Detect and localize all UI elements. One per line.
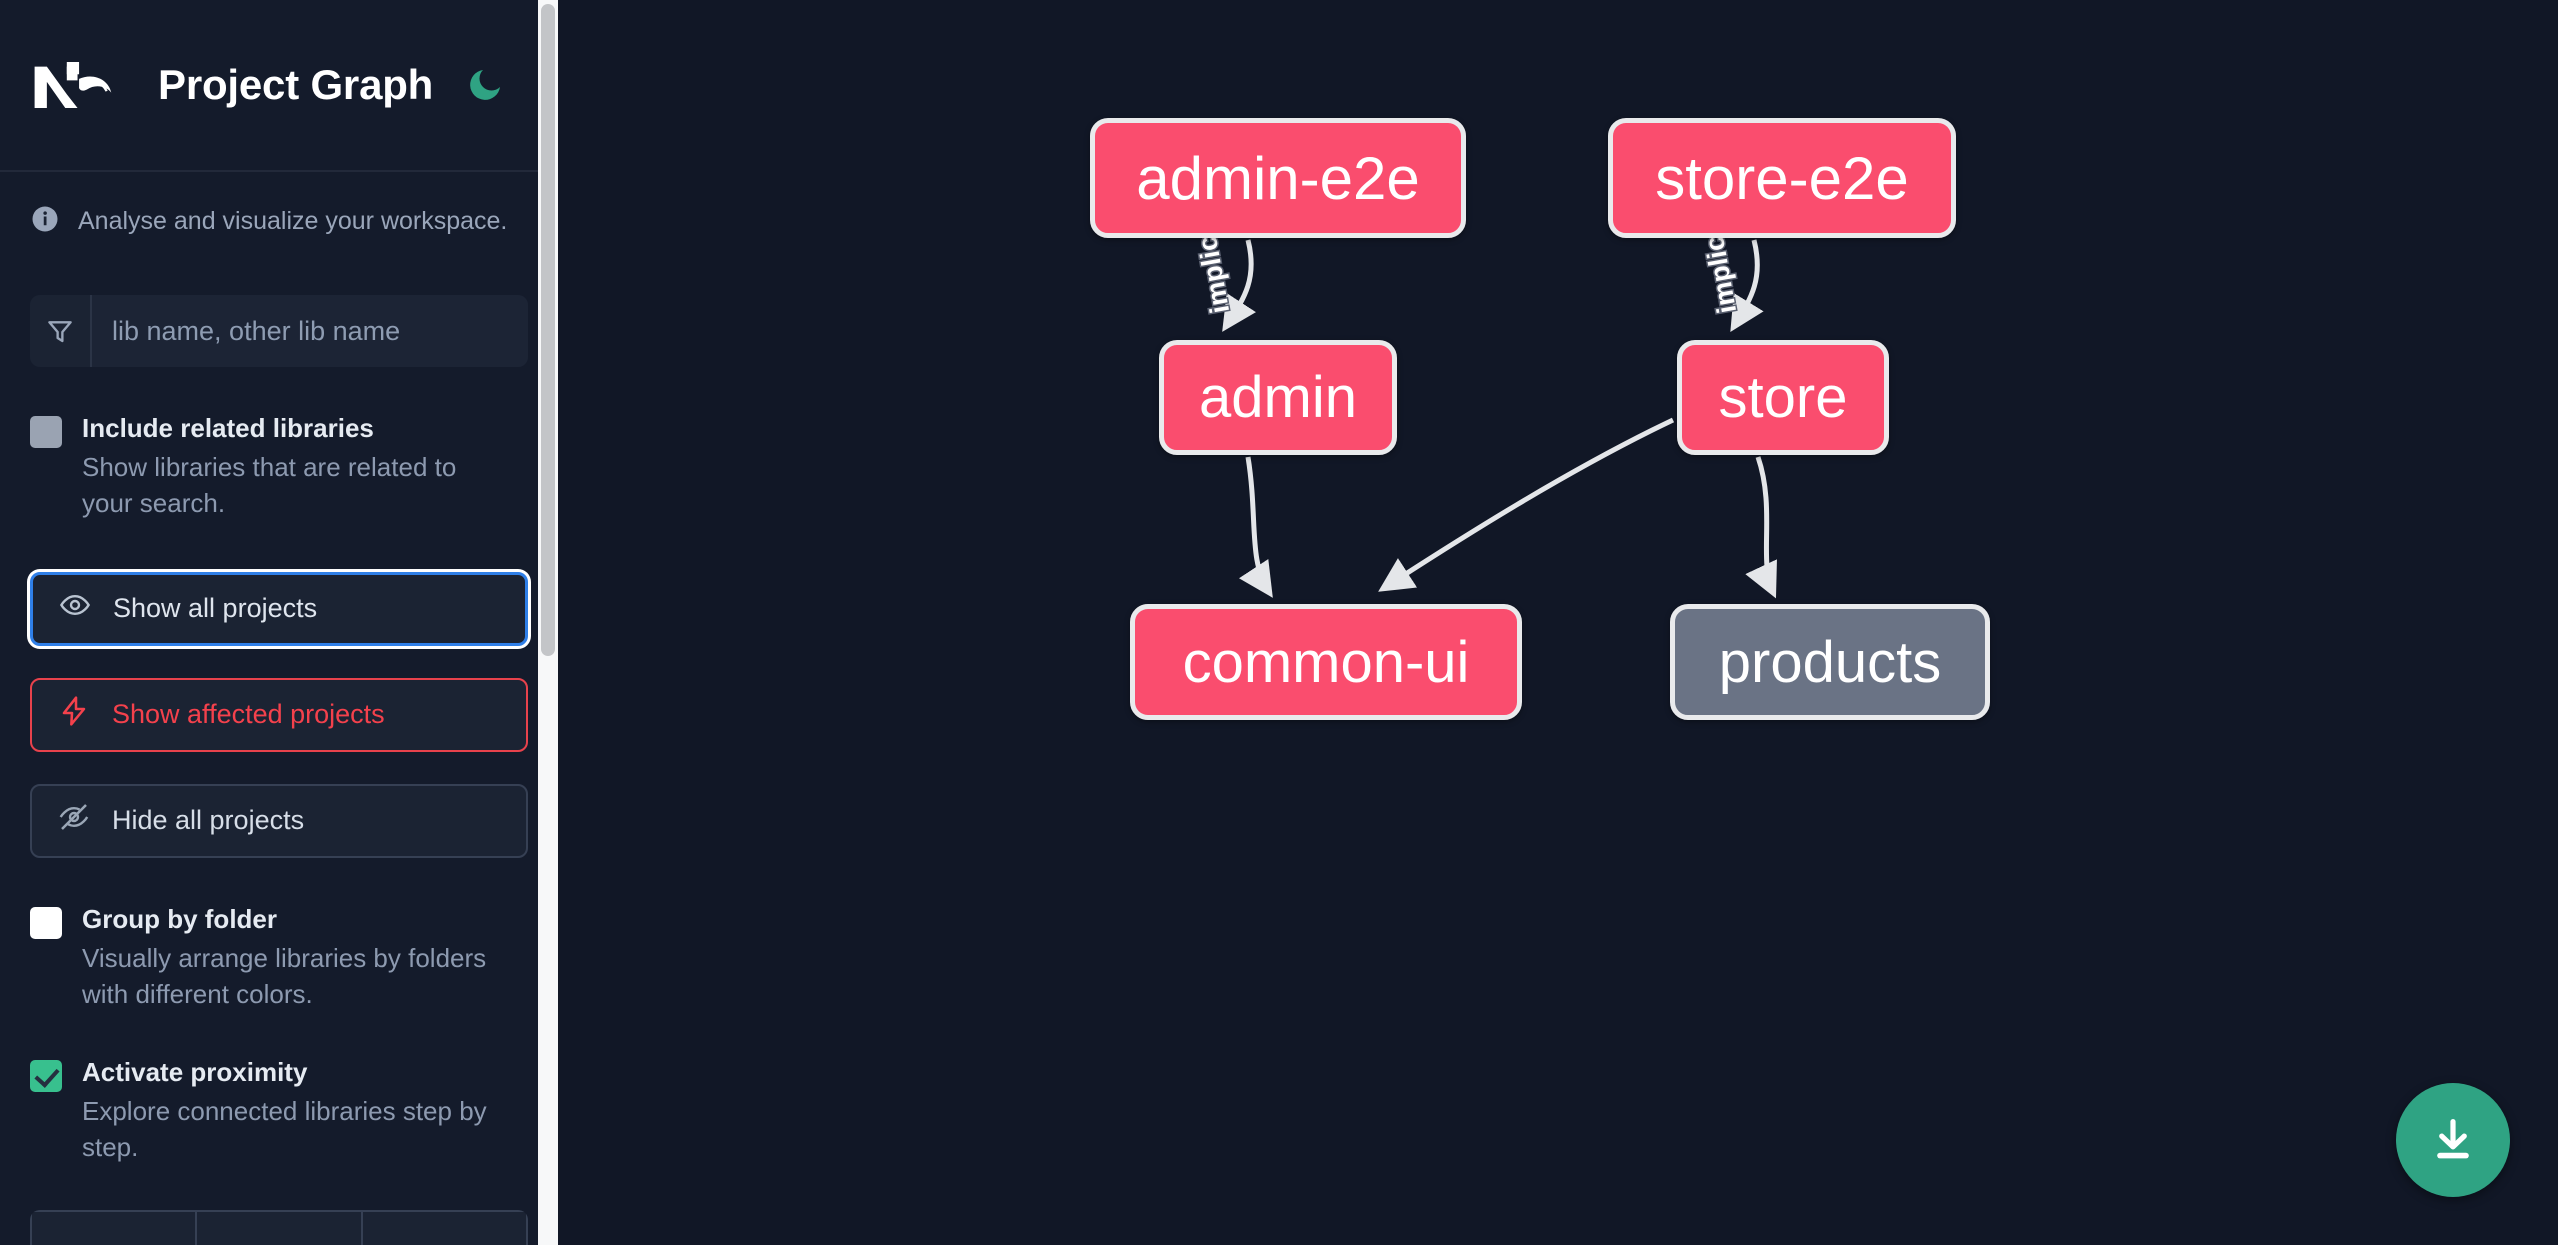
graph-node-label: store-e2e	[1655, 144, 1909, 212]
graph-node-label: products	[1718, 629, 1942, 695]
segment-3[interactable]	[362, 1209, 528, 1245]
graph-node-label: admin-e2e	[1136, 144, 1420, 212]
include-related-libraries-checkbox[interactable]	[30, 416, 62, 448]
filter-row	[30, 295, 528, 367]
show-all-projects-label: Show all projects	[113, 593, 318, 624]
show-all-projects-button[interactable]: Show all projects	[30, 571, 528, 646]
activate-proximity-checkbox[interactable]	[30, 1059, 62, 1092]
sidebar-scrollbar[interactable]	[538, 0, 558, 1245]
download-icon	[2437, 1118, 2469, 1159]
proximity-segmented-control[interactable]	[30, 1209, 528, 1245]
include-related-libraries-label: Include related libraries	[82, 413, 374, 443]
graph-node-admin[interactable]: admin	[1159, 340, 1397, 455]
search-input[interactable]	[92, 295, 528, 367]
filter-icon	[30, 295, 92, 367]
checkbox-group-by-folder[interactable]: Group by folder Visually arrange librari…	[30, 902, 528, 1013]
activate-proximity-label: Activate proximity	[82, 1056, 308, 1087]
moon-icon[interactable]	[463, 63, 507, 107]
edge-store-e2e-to-store	[1730, 239, 1764, 332]
nx-logo-icon	[30, 53, 122, 117]
segment-2[interactable]	[197, 1209, 363, 1245]
activate-proximity-description: Explore connected libraries step by step…	[82, 1095, 487, 1162]
sidebar-scrollbar-thumb[interactable]	[541, 4, 555, 656]
tagline: Analyse and visualize your workspace.	[30, 204, 528, 239]
sidebar: Project Graph Analyse and visualize your…	[0, 0, 558, 1245]
group-by-folder-description: Visually arrange libraries by folders wi…	[82, 942, 487, 1009]
sidebar-header: Project Graph	[0, 0, 558, 172]
graph-node-label: common-ui	[1182, 629, 1470, 695]
tagline-text: Analyse and visualize your workspace.	[78, 207, 508, 235]
graph-node-label: store	[1718, 365, 1848, 430]
edge-admin-to-common-ui	[1239, 456, 1273, 598]
download-button[interactable]	[2396, 1083, 2510, 1197]
graph-node-store[interactable]: store	[1677, 340, 1889, 455]
group-by-folder-checkbox[interactable]	[30, 906, 62, 939]
graph-edges: implicit implicit	[1188, 216, 1777, 599]
eye-off-icon	[58, 801, 90, 840]
hide-all-projects-label: Hide all projects	[112, 805, 305, 836]
checkbox-activate-proximity[interactable]: Activate proximity Explore connected lib…	[30, 1055, 528, 1166]
graph-node-admin-e2e[interactable]: admin-e2e	[1090, 118, 1466, 238]
eye-icon	[59, 589, 91, 628]
sidebar-body: Analyse and visualize your workspace. In…	[0, 204, 558, 1245]
edge-store-to-common-ui	[1378, 417, 1675, 592]
edge-admin-e2e-to-admin	[1222, 239, 1256, 332]
show-affected-projects-button[interactable]: Show affected projects	[30, 677, 528, 752]
include-related-libraries-description: Show libraries that are related to your …	[82, 452, 457, 518]
info-icon	[30, 204, 60, 239]
checkbox-include-related-libraries[interactable]: Include related libraries Show libraries…	[30, 411, 528, 522]
graph-node-products[interactable]: products	[1670, 604, 1990, 720]
lightning-icon	[58, 695, 90, 734]
page-title: Project Graph	[158, 61, 434, 108]
segment-1[interactable]	[30, 1209, 198, 1245]
edge-store-to-products	[1745, 456, 1777, 599]
group-by-folder-label: Group by folder	[82, 903, 277, 934]
hide-all-projects-button[interactable]: Hide all projects	[30, 783, 528, 858]
graph-node-common-ui[interactable]: common-ui	[1130, 604, 1522, 720]
graph-node-label: admin	[1199, 365, 1357, 430]
graph-node-store-e2e[interactable]: store-e2e	[1608, 118, 1956, 238]
graph-canvas[interactable]: implicit implicit admin-e2e store-e2e ad…	[558, 0, 2558, 1245]
show-affected-projects-label: Show affected projects	[112, 699, 385, 730]
